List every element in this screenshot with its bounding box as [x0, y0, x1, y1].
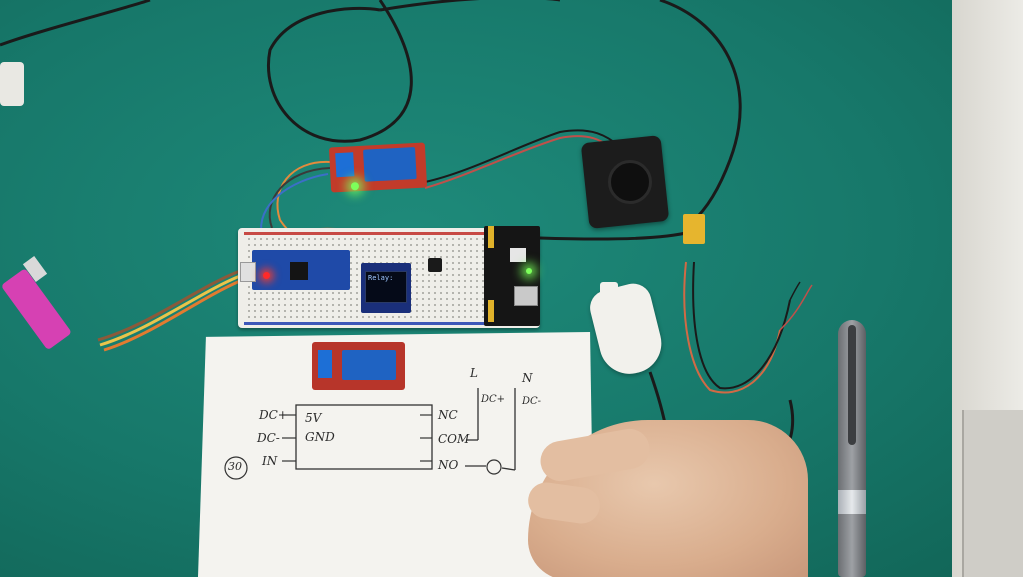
sketch-label-nc: NC [438, 408, 458, 422]
board-usb-port [240, 262, 256, 282]
sketch-label-5v: 5V [305, 411, 322, 425]
sketch-label-dc-minus: DC- [257, 431, 280, 445]
wall-baseboard [962, 410, 1023, 577]
terminal-block [318, 350, 332, 378]
push-button [428, 258, 442, 272]
sketch-label-terminal-dc-minus: DC- [522, 396, 542, 407]
pen-ring [838, 490, 866, 514]
psu-led-green [526, 268, 532, 274]
sketch-label-dc-plus: DC+ [259, 408, 288, 422]
sketch-label-terminal-dc-plus: DC+ [481, 394, 506, 405]
adapter-plug [0, 62, 24, 106]
sketch-label-com: COM [438, 432, 470, 446]
psu-switch [510, 248, 526, 262]
oled-text: Relay: [368, 274, 394, 282]
wire-connector [683, 214, 705, 244]
rail-red-top [244, 232, 534, 235]
sketch-label-in: IN [262, 454, 278, 468]
pen-clip [848, 325, 856, 445]
psu-header [488, 300, 494, 322]
relay-block [342, 350, 396, 380]
oled-display: Relay: [365, 271, 407, 303]
sketch-label-no: NO [438, 458, 459, 472]
psu-usb-port [514, 286, 538, 306]
mcu-chip [290, 262, 308, 280]
fan-hub [608, 160, 652, 204]
power-led-red [263, 272, 270, 279]
psu-header [488, 226, 494, 248]
sketch-label-n: N [522, 371, 533, 385]
relay-module-sample [312, 342, 405, 390]
pump-nozzle [600, 282, 618, 296]
sketch-label-l: L [470, 366, 478, 380]
rail-blue-bottom [244, 322, 534, 325]
sketch-label-circled: 30 [228, 460, 242, 473]
sketch-label-gnd: GND [305, 430, 335, 444]
